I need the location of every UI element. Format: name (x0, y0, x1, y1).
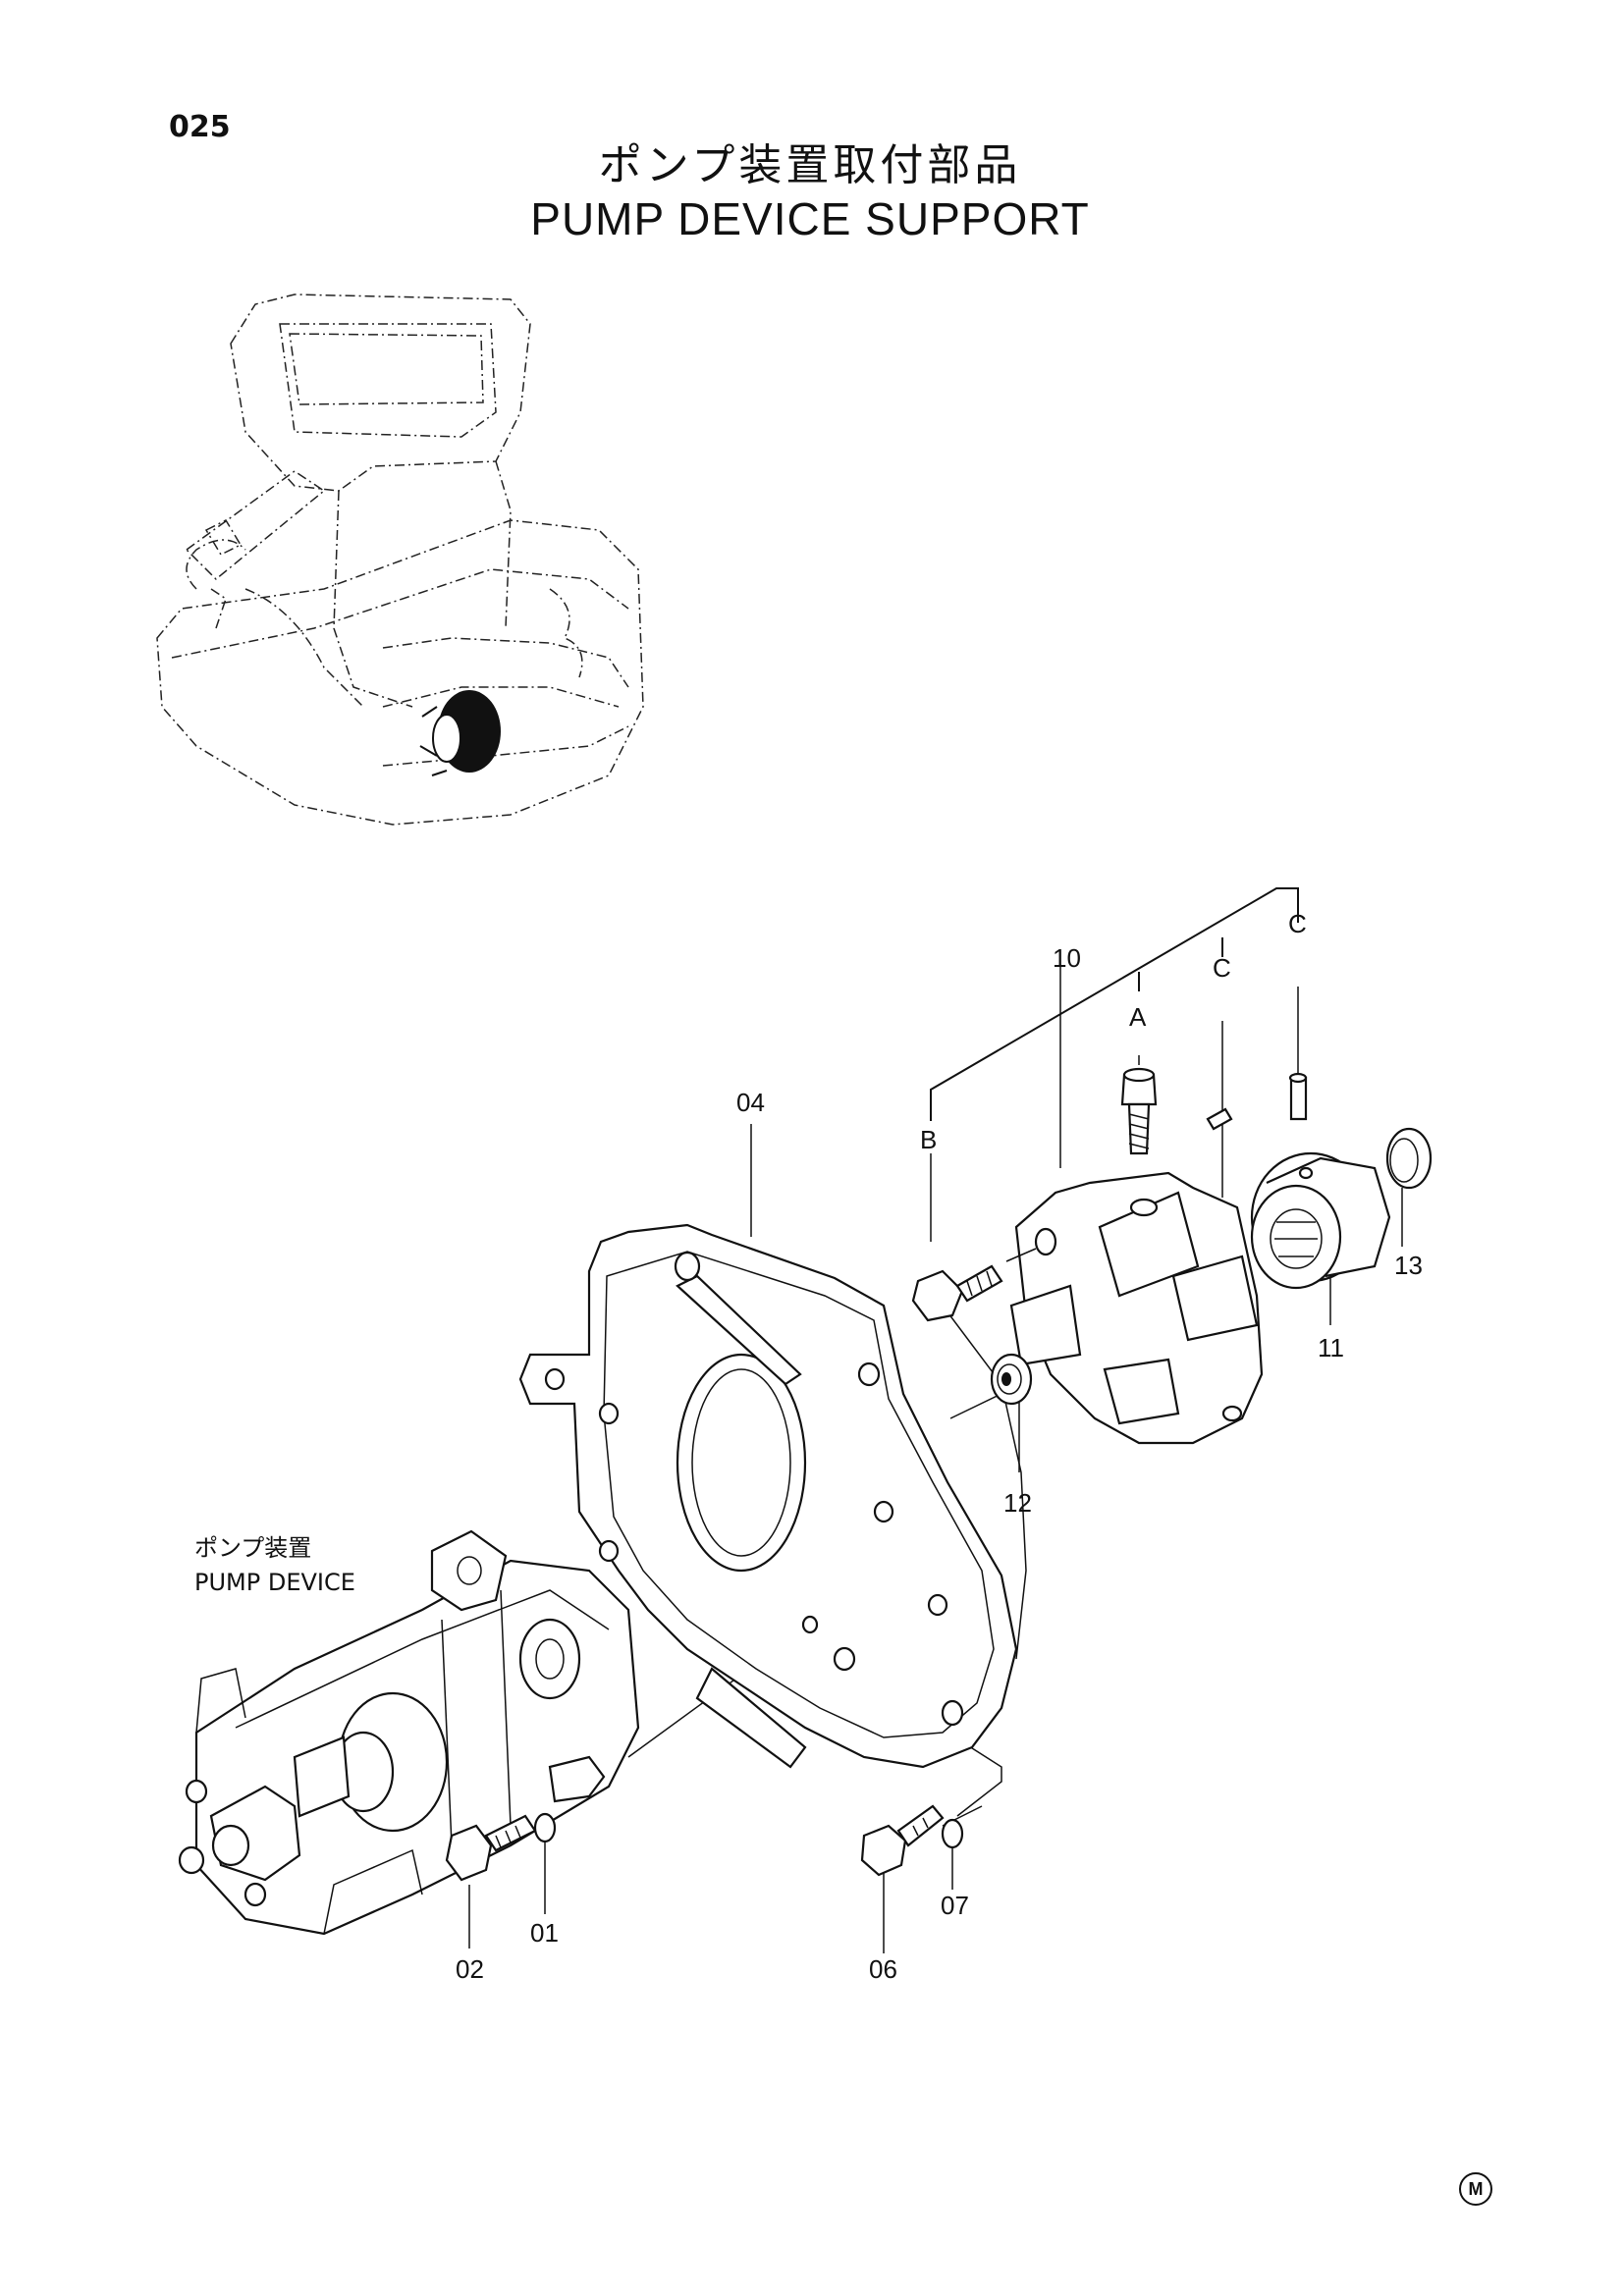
cap-plate (1385, 1127, 1433, 1190)
annotation-pump-device-en: PUMP DEVICE (194, 1569, 355, 1596)
circled-mark: M (1459, 2172, 1492, 2206)
callout-key-a: A (1129, 1002, 1147, 1032)
washer-01 (533, 1812, 557, 1843)
callout-02: 02 (456, 1954, 484, 1984)
socket-bolt-b (911, 1248, 1037, 1322)
callout-06: 06 (869, 1954, 897, 1984)
callout-key-c-left: C (1213, 953, 1231, 983)
bolt-06 (860, 1804, 945, 1877)
callout-07: 07 (941, 1891, 969, 1920)
callout-key-c-right: C (1288, 909, 1307, 938)
machine-overview-illustration (156, 294, 644, 826)
callout-12: 12 (1003, 1488, 1032, 1518)
callout-10: 10 (1053, 943, 1081, 973)
pin-c-left (1206, 1107, 1233, 1131)
pump-housing-flange (518, 1223, 1027, 1769)
bolt-02 (445, 1814, 537, 1882)
callout-04: 04 (736, 1088, 765, 1117)
socket-bolt-a (1120, 1067, 1158, 1155)
page-title-japanese: ポンプ装置取付部品 (598, 140, 1022, 190)
callout-11: 11 (1318, 1333, 1344, 1362)
callout-key-b: B (920, 1125, 937, 1154)
washer-07 (941, 1818, 964, 1849)
callout-01: 01 (530, 1918, 559, 1948)
callout-13: 13 (1394, 1251, 1423, 1280)
spline-hub (1250, 1151, 1391, 1290)
pump-device-illustration (178, 1529, 640, 1936)
page-title-english: PUMP DEVICE SUPPORT (530, 193, 1090, 244)
annotation-pump-device-jp: ポンプ装置 (194, 1534, 311, 1562)
oil-seal (990, 1353, 1033, 1406)
coupling-element (1009, 1171, 1264, 1445)
page-number: 025 (169, 110, 231, 144)
pin-c-right (1288, 1072, 1308, 1121)
